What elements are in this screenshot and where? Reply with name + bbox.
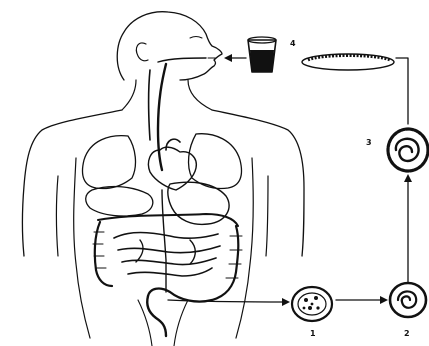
digestive-system xyxy=(83,58,243,336)
stage-2-egg xyxy=(390,283,426,317)
head-outline xyxy=(117,12,222,80)
stage-4-cup xyxy=(248,37,276,72)
groin-right xyxy=(174,300,188,346)
ear xyxy=(136,43,148,61)
stage-1-label: 1 xyxy=(310,329,316,338)
abdominal-vessel xyxy=(162,190,166,292)
right-arm-inner xyxy=(266,176,268,256)
neck-left xyxy=(122,80,136,110)
pharynx xyxy=(158,58,206,62)
right-shoulder-arm xyxy=(212,110,304,256)
eye xyxy=(190,37,202,39)
arrow-stage3-to-stage4 xyxy=(396,58,408,124)
neck-right xyxy=(188,80,212,110)
trachea xyxy=(149,70,151,140)
left-arm-inner xyxy=(57,176,59,256)
stage-2-label: 2 xyxy=(404,329,410,338)
stage-3-egg xyxy=(388,129,428,171)
descending-colon xyxy=(212,226,238,300)
stage-1-egg xyxy=(292,287,332,321)
stage-4-label: 4 xyxy=(290,39,296,48)
stage-4-plate xyxy=(302,54,394,70)
left-lung xyxy=(83,136,136,189)
liver xyxy=(86,187,153,216)
sigmoid-colon xyxy=(148,289,212,302)
rectum xyxy=(147,296,166,336)
arrow-body-to-stage1 xyxy=(168,300,288,302)
groin-left xyxy=(138,300,152,346)
stage-3-label: 3 xyxy=(366,138,372,147)
cycle-arrows xyxy=(168,58,408,302)
descending-colon-haustra xyxy=(226,236,242,278)
left-shoulder-arm xyxy=(23,110,123,256)
small-intestine xyxy=(114,233,220,277)
esophagus xyxy=(158,64,166,170)
